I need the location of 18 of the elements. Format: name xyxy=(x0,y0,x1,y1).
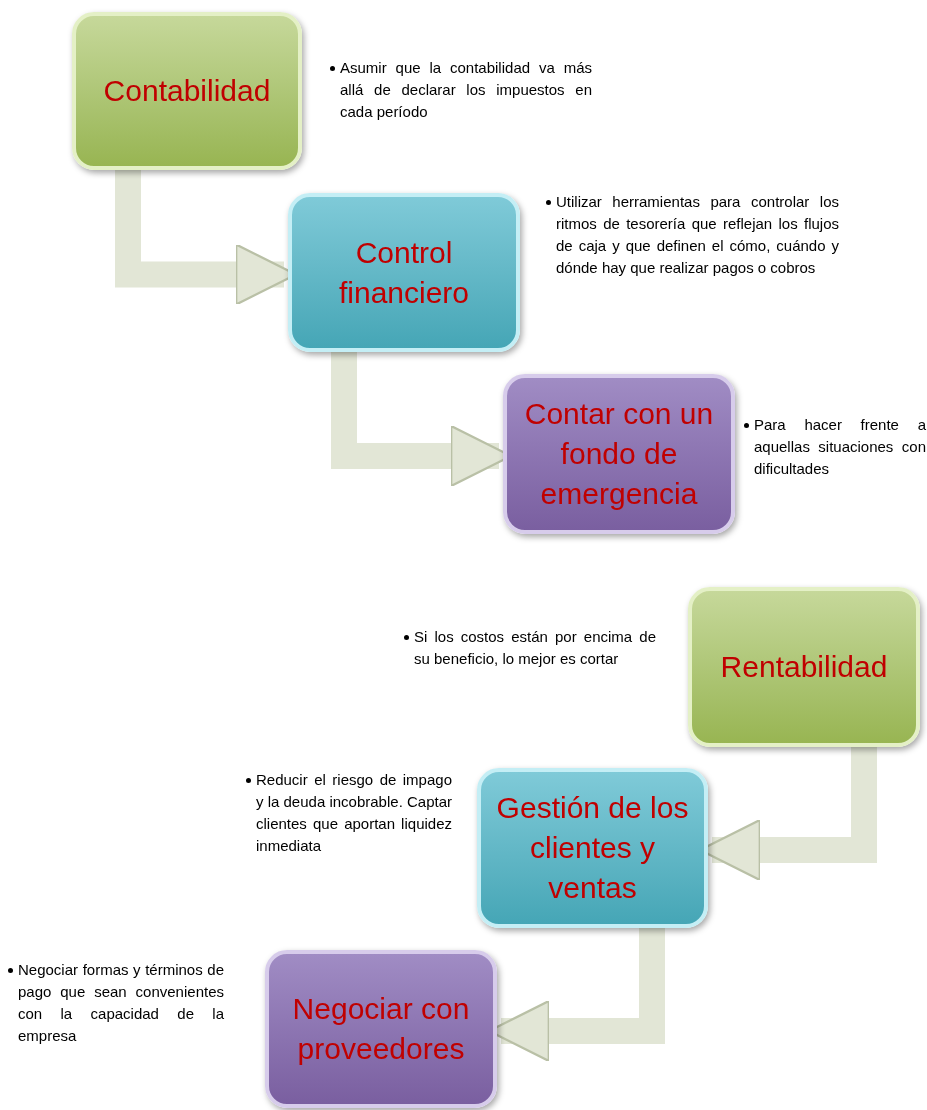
box-title: Negociar con proveedores xyxy=(291,991,471,1067)
box-title: Contar con un fondo de emergencia xyxy=(523,396,715,512)
bullet-text: Negociar formas y términos de pago que sean convenientes con la capacidad de la empresa xyxy=(18,960,224,1046)
box-title: Contabilidad xyxy=(103,73,271,109)
rounded-box xyxy=(477,768,708,928)
rounded-box xyxy=(288,193,520,352)
bullet-text: Utilizar herramientas para controlar los ritmos de tesorería que reflejan los flujos de caja y que definen el cómo, cuándo y dónde hay que realizar pagos o cobros xyxy=(556,192,839,278)
rounded-box xyxy=(265,950,497,1108)
box-title: Gestión de los clientes y ventas xyxy=(495,790,690,906)
box-title: Rentabilidad xyxy=(720,649,888,685)
box-title: Control financiero xyxy=(337,234,471,311)
bullet-text: Si los costos están por encima de su beneficio, lo mejor es cortar xyxy=(414,627,656,669)
bullet-text: Asumir que la contabilidad va más allá de declarar los impuestos en cada período xyxy=(340,58,592,122)
rounded-box xyxy=(72,12,302,170)
rounded-box xyxy=(688,587,920,747)
bullet-text: Reducir el riesgo de impago y la deuda incobrable. Captar clientes que aportan liquidez inmediata xyxy=(256,770,452,856)
rounded-box xyxy=(503,374,735,534)
bullet-text: Para hacer frente a aquellas situaciones con dificultades xyxy=(754,415,926,479)
